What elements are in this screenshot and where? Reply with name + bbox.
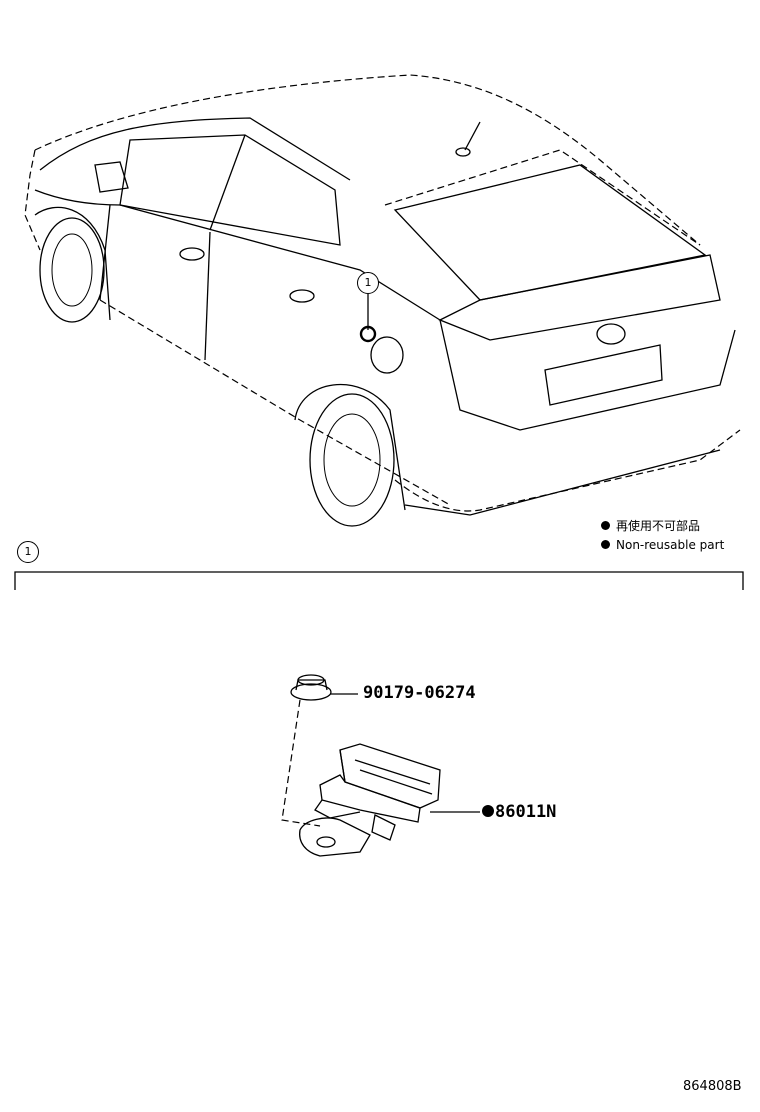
diagram-id: 864808B [683, 1079, 742, 1094]
module-part-number-row: 86011N [482, 802, 556, 822]
module-illustration [299, 743, 480, 857]
vehicle-illustration [24, 74, 741, 527]
vehicle-callout-marker: 1 [357, 272, 379, 294]
legend-en: Non-reusable part [601, 537, 724, 553]
non-reusable-dot-icon [601, 540, 610, 549]
bolt-illustration [290, 674, 358, 701]
non-reusable-dot-icon [601, 521, 610, 530]
section-frame [14, 571, 744, 590]
bolt-part-number: 90179-06274 [363, 683, 476, 703]
legend-jp: 再使用不可部品 [601, 518, 700, 534]
section-callout-marker: 1 [17, 541, 39, 563]
legend-jp-label: 再使用不可部品 [616, 519, 701, 533]
module-part-number: 86011N [495, 802, 557, 822]
bolt-axis-line [281, 699, 321, 827]
non-reusable-dot-icon [482, 805, 494, 817]
legend-en-label: Non-reusable part [616, 538, 725, 552]
